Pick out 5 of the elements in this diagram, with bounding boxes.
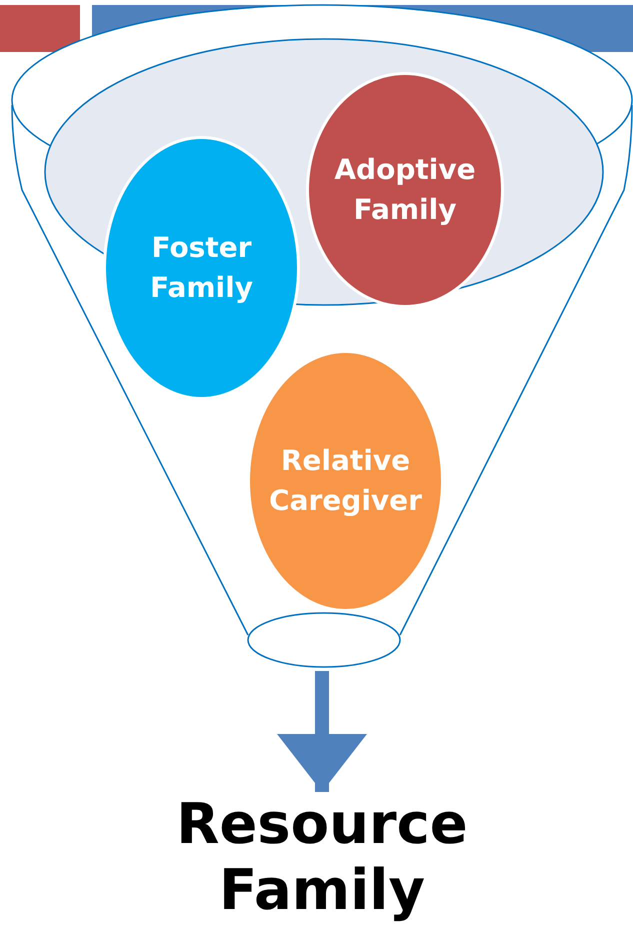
result-heading: Resource Family bbox=[176, 792, 468, 923]
block-arrow bbox=[277, 671, 367, 792]
node-label: Foster Family bbox=[148, 230, 254, 306]
node-label: Relative Caregiver bbox=[269, 443, 422, 519]
node-label: Adoptive Family bbox=[333, 152, 477, 228]
